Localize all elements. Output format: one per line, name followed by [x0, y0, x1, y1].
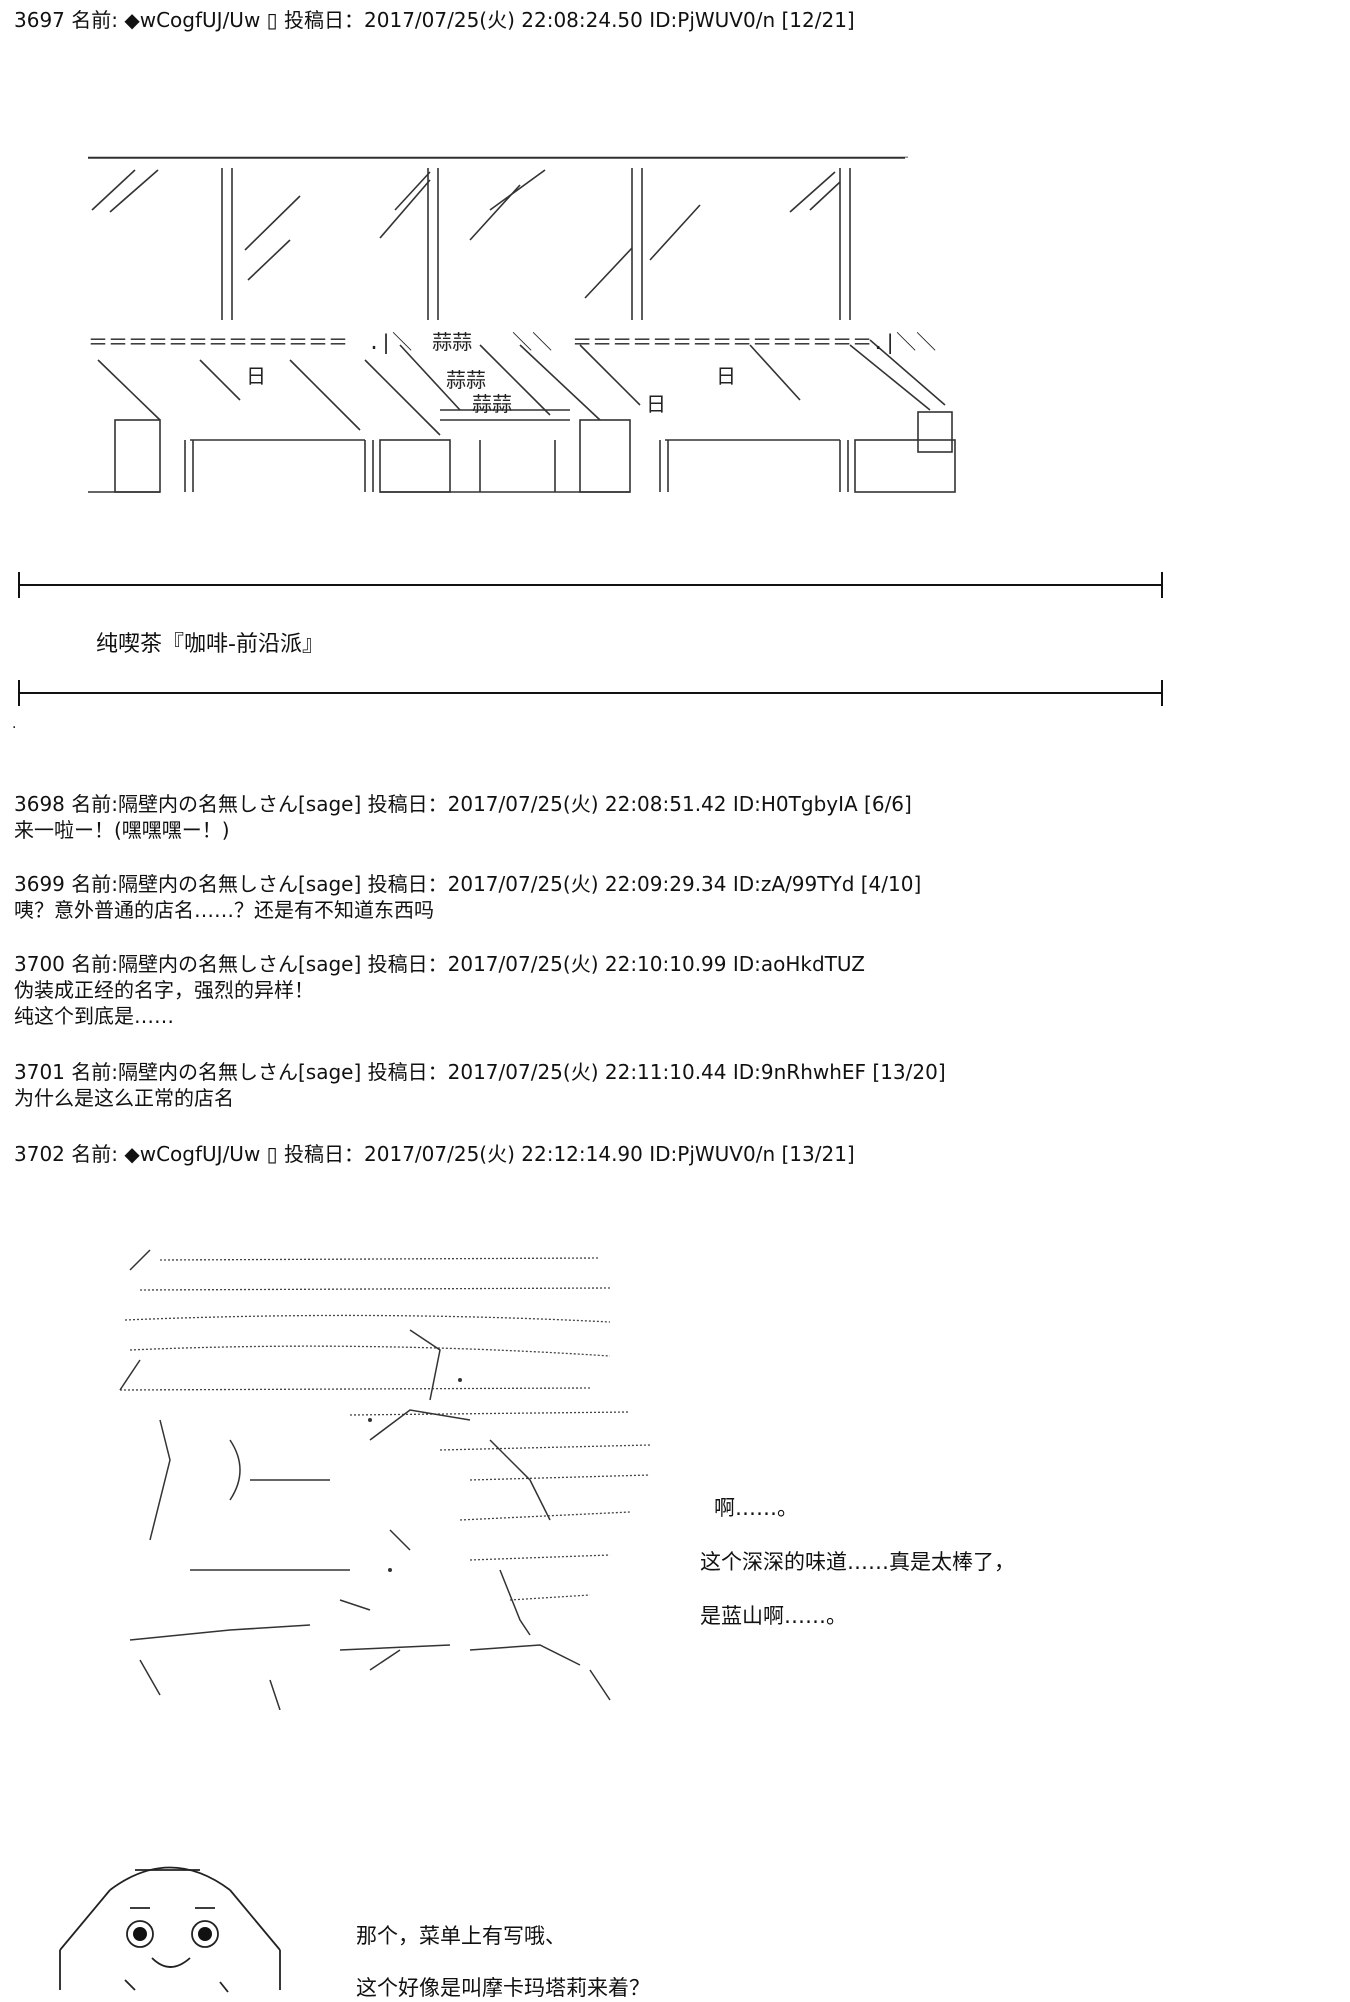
speech-main-line2: 这个深深的味道……真是太棒了， [700, 1550, 1015, 1574]
counter-label-day-1: 日 [246, 364, 266, 388]
post-body-3701: 为什么是这么正常的店名 [14, 1086, 234, 1110]
counter-label-day-3: 日 [646, 392, 666, 416]
counter-label-day-2: 日 [716, 364, 736, 388]
stray-dot: . [12, 716, 17, 732]
post-header-3700: 3700 名前:隔壁内の名無しさん[sage] 投稿日：2017/07/25(火… [14, 952, 865, 976]
post-header-3697: 3697 名前: ◆wCogfUJ/Uw ▯ 投稿日：2017/07/25(火)… [14, 8, 855, 32]
round-character-art [59, 1866, 281, 1993]
post-header-3702: 3702 名前: ◆wCogfUJ/Uw ▯ 投稿日：2017/07/25(火)… [14, 1142, 855, 1166]
counter-shelf-row: ＝＝＝＝＝＝＝＝＝＝＝＝＝ .|＼ 蒜蒜 ＼＼ ＝＝＝＝＝＝＝＝＝＝＝＝＝＝＝.… [88, 330, 937, 354]
counter-ascii-art: ＿＿＿＿＿＿＿＿＿＿＿＿＿＿＿＿＿＿＿＿＿＿＿＿＿＿＿＿＿＿＿＿＿＿＿＿＿＿＿＿… [0, 0, 1350, 560]
speech-second-line1: 那个，菜单上有写哦、 [356, 1924, 566, 1948]
character-ascii-art [119, 1249, 651, 1710]
sign-frame-top-line [18, 584, 1163, 586]
speech-second-line2: 这个好像是叫摩卡玛塔莉来着？ [356, 1976, 650, 2000]
post-body-3700-line1: 伪装成正经的名字，强烈的异样！ [14, 978, 314, 1002]
speech-main-line1: 啊……。 [714, 1496, 798, 1520]
post-body-3700-line2: 纯这个到底是…… [14, 1004, 174, 1028]
post-body-3698: 来一啦ー！(嘿嘿嘿ー！) [14, 818, 230, 842]
sign-frame-bottom-line [18, 692, 1163, 694]
counter-line-art [88, 157, 956, 493]
post-header-3698: 3698 名前:隔壁内の名無しさん[sage] 投稿日：2017/07/25(火… [14, 792, 912, 816]
counter-label-garlic-2: 蒜蒜 [446, 368, 486, 392]
counter-label-garlic-3: 蒜蒜 [472, 392, 512, 416]
post-body-3699: 咦？意外普通的店名……？还是有不知道东西吗 [14, 898, 434, 922]
counter-top-rule: ＿＿＿＿＿＿＿＿＿＿＿＿＿＿＿＿＿＿＿＿＿＿＿＿＿＿＿＿＿＿＿＿＿＿＿＿＿＿＿＿… [88, 136, 908, 160]
speech-main-line3: 是蓝山啊……。 [700, 1604, 847, 1628]
post-header-3701: 3701 名前:隔壁内の名無しさん[sage] 投稿日：2017/07/25(火… [14, 1060, 946, 1084]
sign-frame-right-cap-bottom [1161, 680, 1163, 706]
shop-name: 纯喫茶『咖啡-前沿派』 [96, 632, 324, 657]
post-header-3699: 3699 名前:隔壁内の名無しさん[sage] 投稿日：2017/07/25(火… [14, 872, 922, 896]
sign-frame-right-cap [1161, 572, 1163, 598]
